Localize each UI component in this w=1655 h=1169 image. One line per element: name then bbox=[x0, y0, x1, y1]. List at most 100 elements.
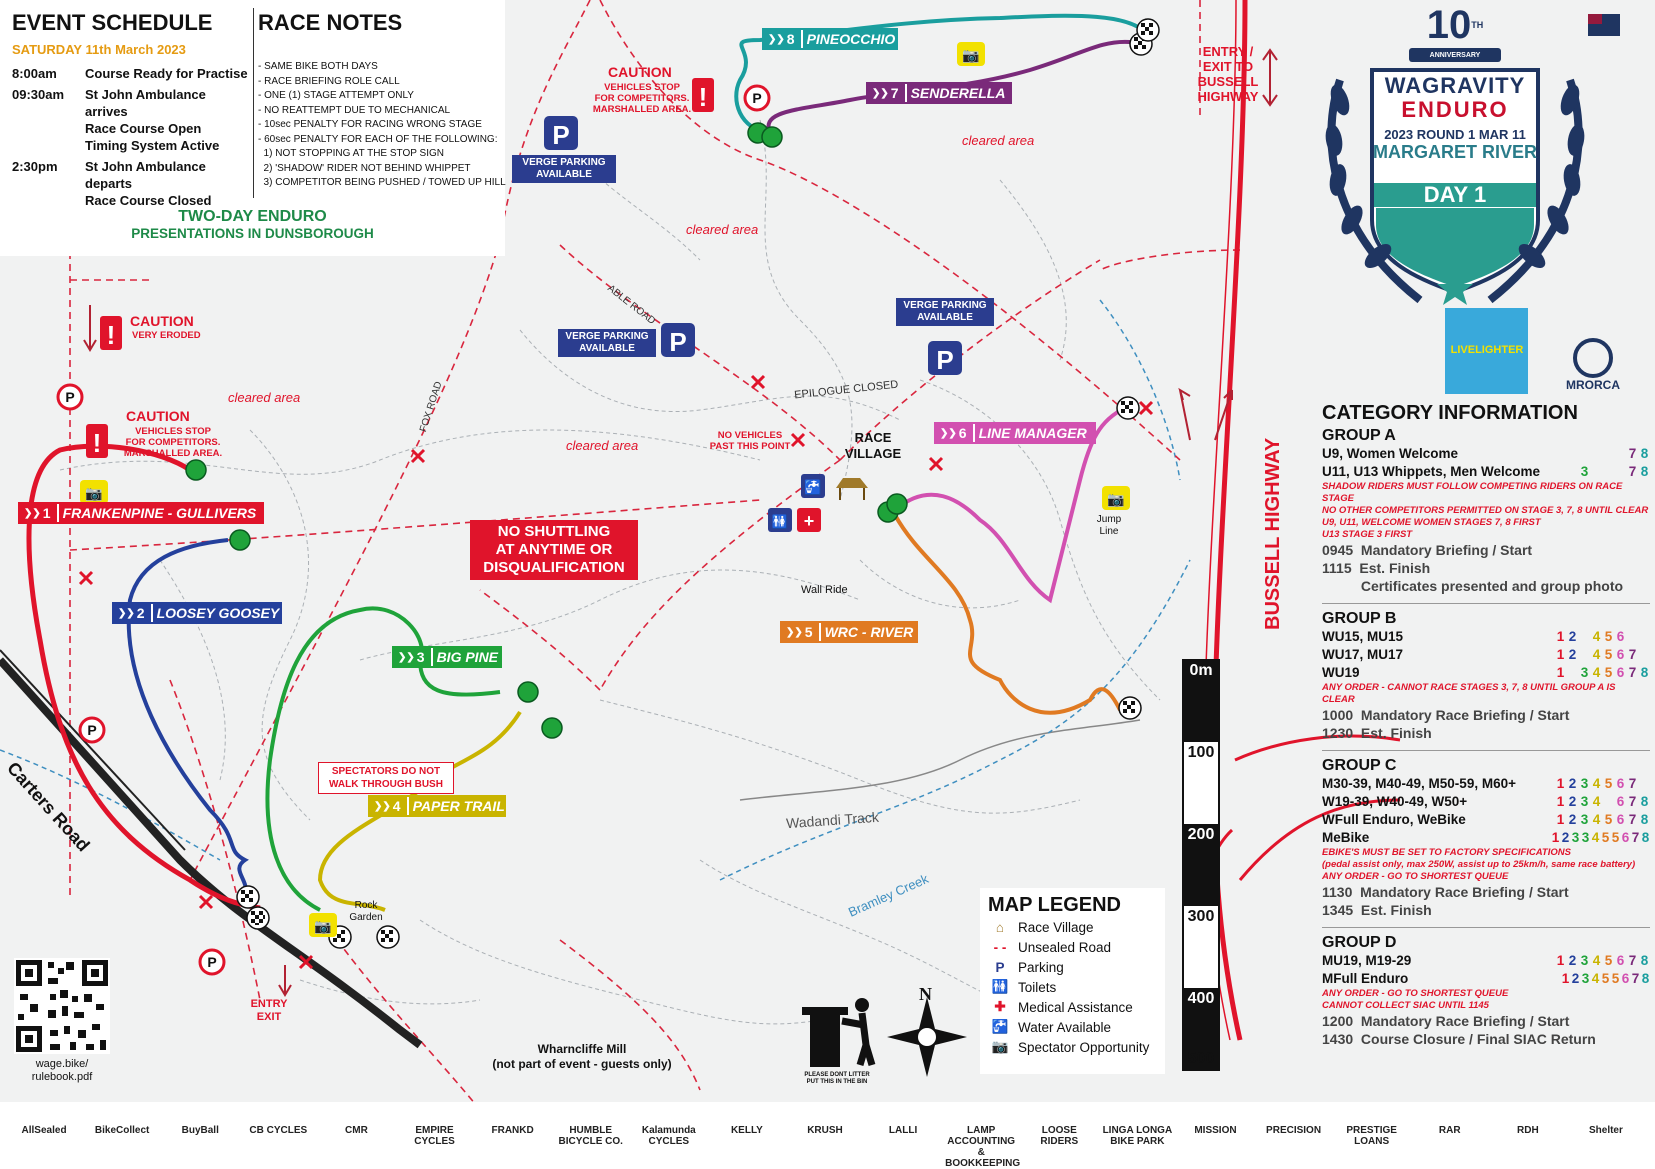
stage-digit: 7 bbox=[1631, 971, 1640, 986]
group-name: GROUP D bbox=[1322, 934, 1397, 951]
stage-digit: 5 bbox=[1604, 647, 1613, 662]
stage-digit: 7 bbox=[1628, 794, 1637, 809]
category-label: U11, U13 Whippets, Men Welcome bbox=[1322, 464, 1541, 479]
sponsor-logo: PRECISION bbox=[1266, 1125, 1322, 1136]
stage-digit: 5 bbox=[1611, 830, 1620, 845]
race-village-facilities: 🚰 🚻 + bbox=[768, 474, 868, 532]
svg-text:📷: 📷 bbox=[85, 485, 102, 502]
stage-digit: 4 bbox=[1592, 629, 1601, 644]
schedule-time: 8:00am bbox=[12, 66, 57, 81]
category-title: CATEGORY INFORMATION bbox=[1322, 402, 1578, 424]
group-note: U9, U11, WELCOME WOMEN STAGES 7, 8 FIRST bbox=[1322, 517, 1541, 528]
parking-icons: P P P bbox=[544, 116, 962, 375]
stage-digit: 4 bbox=[1592, 794, 1601, 809]
unsealed-roads bbox=[69, 0, 1241, 1111]
stage-digit: 4 bbox=[1592, 647, 1601, 662]
stage-digit: 5 bbox=[1611, 971, 1620, 986]
event-schedule-panel: EVENT SCHEDULE SATURDAY 11th March 2023 … bbox=[0, 0, 506, 256]
legend-item: 📷Spectator Opportunity bbox=[988, 1037, 1157, 1057]
stage-digit: 4 bbox=[1592, 665, 1601, 680]
group-time: Certificates presented and group photo bbox=[1322, 578, 1624, 594]
sponsor-logo: MISSION bbox=[1194, 1125, 1237, 1136]
stage-number: 7 bbox=[890, 85, 899, 101]
stage-digit: 1 bbox=[1556, 647, 1565, 662]
stage-digit: 5 bbox=[1604, 812, 1613, 827]
stage-number: 8 bbox=[786, 31, 795, 47]
map-legend: MAP LEGEND ⌂Race Village- -Unsealed Road… bbox=[980, 888, 1165, 1074]
bussell-highway-line bbox=[1211, 0, 1248, 1041]
group-note: EBIKE'S MUST BE SET TO FACTORY SPECIFICA… bbox=[1322, 847, 1571, 858]
stage-name: BIG PINE bbox=[430, 648, 500, 666]
stage-digit: 2 bbox=[1568, 629, 1577, 644]
stage-digit: 1 bbox=[1556, 812, 1565, 827]
stage-digit: 2 bbox=[1568, 794, 1577, 809]
sponsor-logo: AllSealed bbox=[21, 1125, 67, 1136]
stage-digit: 1 bbox=[1561, 971, 1570, 986]
group-note: U13 STAGE 3 FIRST bbox=[1322, 529, 1413, 540]
schedule-line: Race Course Open bbox=[85, 121, 202, 136]
race-note: - SAME BIKE BOTH DAYS bbox=[258, 61, 378, 72]
stage-digit: 4 bbox=[1592, 953, 1601, 968]
two-day-enduro: TWO-DAY ENDURO bbox=[178, 208, 327, 225]
legend-item: ✚Medical Assistance bbox=[988, 997, 1157, 1017]
race-note: - 60sec PENALTY FOR EACH OF THE FOLLOWIN… bbox=[258, 133, 498, 145]
badge-anniversary-word: ANNIVERSARY bbox=[1429, 52, 1481, 59]
scale-label: 200 bbox=[1187, 826, 1215, 843]
stage-digit: 4 bbox=[1592, 812, 1601, 827]
category-label: WU17, MU17 bbox=[1322, 647, 1404, 662]
group-time: 1200 Mandatory Race Briefing / Start bbox=[1322, 1013, 1570, 1029]
legend-symbol-icon: ⌂ bbox=[995, 919, 1005, 935]
stage-digit: 8 bbox=[1640, 794, 1649, 809]
schedule-line: Race Course Closed bbox=[85, 193, 212, 208]
svg-text:P: P bbox=[752, 90, 761, 106]
stage-number: 6 bbox=[958, 425, 967, 441]
stage-number: 4 bbox=[392, 798, 401, 814]
sponsor-logo: FRANKD bbox=[491, 1125, 534, 1136]
stage-digit: 3 bbox=[1581, 971, 1590, 986]
stage-digit: 3 bbox=[1571, 830, 1580, 845]
schedule-time: 09:30am bbox=[12, 87, 65, 102]
stage-number: 3 bbox=[416, 649, 425, 665]
stage-digit: 4 bbox=[1591, 971, 1600, 986]
notes-title: RACE NOTES bbox=[258, 10, 403, 35]
stage-digit: 6 bbox=[1616, 629, 1625, 644]
compass bbox=[887, 997, 967, 1077]
legend-item: 🚻Toilets bbox=[988, 977, 1157, 997]
stage-digit: 6 bbox=[1621, 971, 1630, 986]
event-badge bbox=[1325, 14, 1620, 305]
stage-digit: 1 bbox=[1556, 629, 1565, 644]
svg-text:!: ! bbox=[699, 82, 708, 112]
legend-symbol-icon: ✚ bbox=[994, 999, 1006, 1014]
chevrons-icon: ❯❯ bbox=[24, 507, 41, 519]
chevrons-icon: ❯❯ bbox=[374, 800, 391, 812]
stage-digit: 8 bbox=[1641, 971, 1650, 986]
race-note: 2) 'SHADOW' RIDER NOT BEHIND WHIPPET bbox=[258, 162, 471, 174]
legend-symbol-icon: P bbox=[995, 959, 1005, 975]
group-note: NO OTHER COMPETITORS PERMITTED ON STAGE … bbox=[1322, 505, 1649, 516]
category-label: MFull Enduro bbox=[1322, 971, 1409, 986]
wadandi-track bbox=[739, 719, 1141, 801]
group-time: 1130 Mandatory Race Briefing / Start bbox=[1322, 884, 1569, 900]
legend-label: Water Available bbox=[1018, 1019, 1112, 1035]
sponsor-logo: LAMP ACCOUNTING & BOOKKEEPING bbox=[945, 1125, 1021, 1169]
stage-name: PINEOCCHIO bbox=[800, 30, 896, 48]
stage-digit: 6 bbox=[1616, 776, 1625, 791]
legend-label: Toilets bbox=[1018, 979, 1057, 995]
stage-digit: 3 bbox=[1580, 794, 1589, 809]
stage-digit: 4 bbox=[1591, 830, 1600, 845]
schedule-date: SATURDAY 11th March 2023 bbox=[12, 42, 186, 57]
legend-symbol-icon: - - bbox=[993, 939, 1007, 955]
camera-icons: 📷 📷 📷 📷 bbox=[80, 42, 1130, 937]
group-time: 1230 Est. Finish bbox=[1322, 725, 1432, 741]
